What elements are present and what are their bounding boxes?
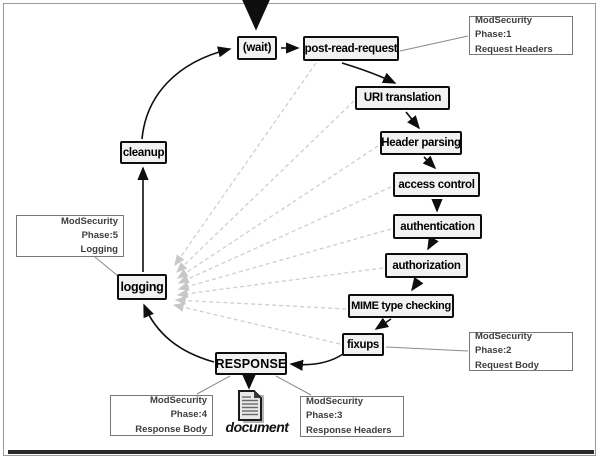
note-line: ModSecurity Phase:4 [149,395,207,421]
dashed-logging-links [172,62,392,345]
bottom-rule [8,450,594,454]
node-wait: (wait) [237,36,277,60]
note-line: Request Body [475,359,539,371]
node-label: RESPONSE [215,356,287,371]
node-fixups: fixups [342,333,384,356]
note-line: Response Headers [306,424,392,436]
note-modsecurity-phase4: ModSecurity Phase:4 Response Body [110,395,213,436]
node-label: Header parsing [381,137,461,149]
note-line: ModSecurity Phase:3 [306,396,364,422]
node-label: access control [398,178,475,191]
node-label: fixups [346,338,380,351]
note-modsecurity-phase2: ModSecurity Phase:2 Request Body [469,331,573,371]
node-uri-translation: URI translation [355,86,450,110]
node-access-control: access control [393,172,480,197]
note-modsecurity-phase1: ModSecurity Phase:1 Request Headers [469,15,573,55]
note-line: ModSecurity Phase:2 [475,331,533,357]
note-line: Response Body [135,423,207,435]
note-line: Logging [80,244,118,256]
document-label: document [225,419,289,435]
node-label: (wait) [242,42,272,54]
node-label: authorization [392,259,461,272]
node-logging: logging [117,274,167,300]
flow-arrows [137,0,443,390]
note-line: Request Headers [475,43,553,55]
node-label: URI translation [363,92,442,104]
node-response: RESPONSE [215,352,287,375]
note-links [94,35,469,396]
node-label: post-read-request [304,42,398,55]
note-modsecurity-phase3: ModSecurity Phase:3 Response Headers [300,396,404,437]
note-line: ModSecurity Phase:1 [475,15,533,41]
node-authentication: authentication [393,214,482,239]
node-label: authentication [400,220,475,233]
node-header-parsing: Header parsing [380,131,462,155]
node-label: logging [120,280,164,294]
node-label: cleanup [122,146,165,159]
node-mime-type-checking: MIME type checking [348,294,454,318]
node-authorization: authorization [385,253,468,278]
node-cleanup: cleanup [120,141,167,164]
note-modsecurity-phase5: ModSecurity Phase:5 Logging [16,215,124,257]
node-label: MIME type checking [351,300,451,312]
note-line: ModSecurity Phase:5 [60,215,118,241]
document-icon [238,390,264,423]
node-post-read-request: post-read-request [303,36,399,61]
